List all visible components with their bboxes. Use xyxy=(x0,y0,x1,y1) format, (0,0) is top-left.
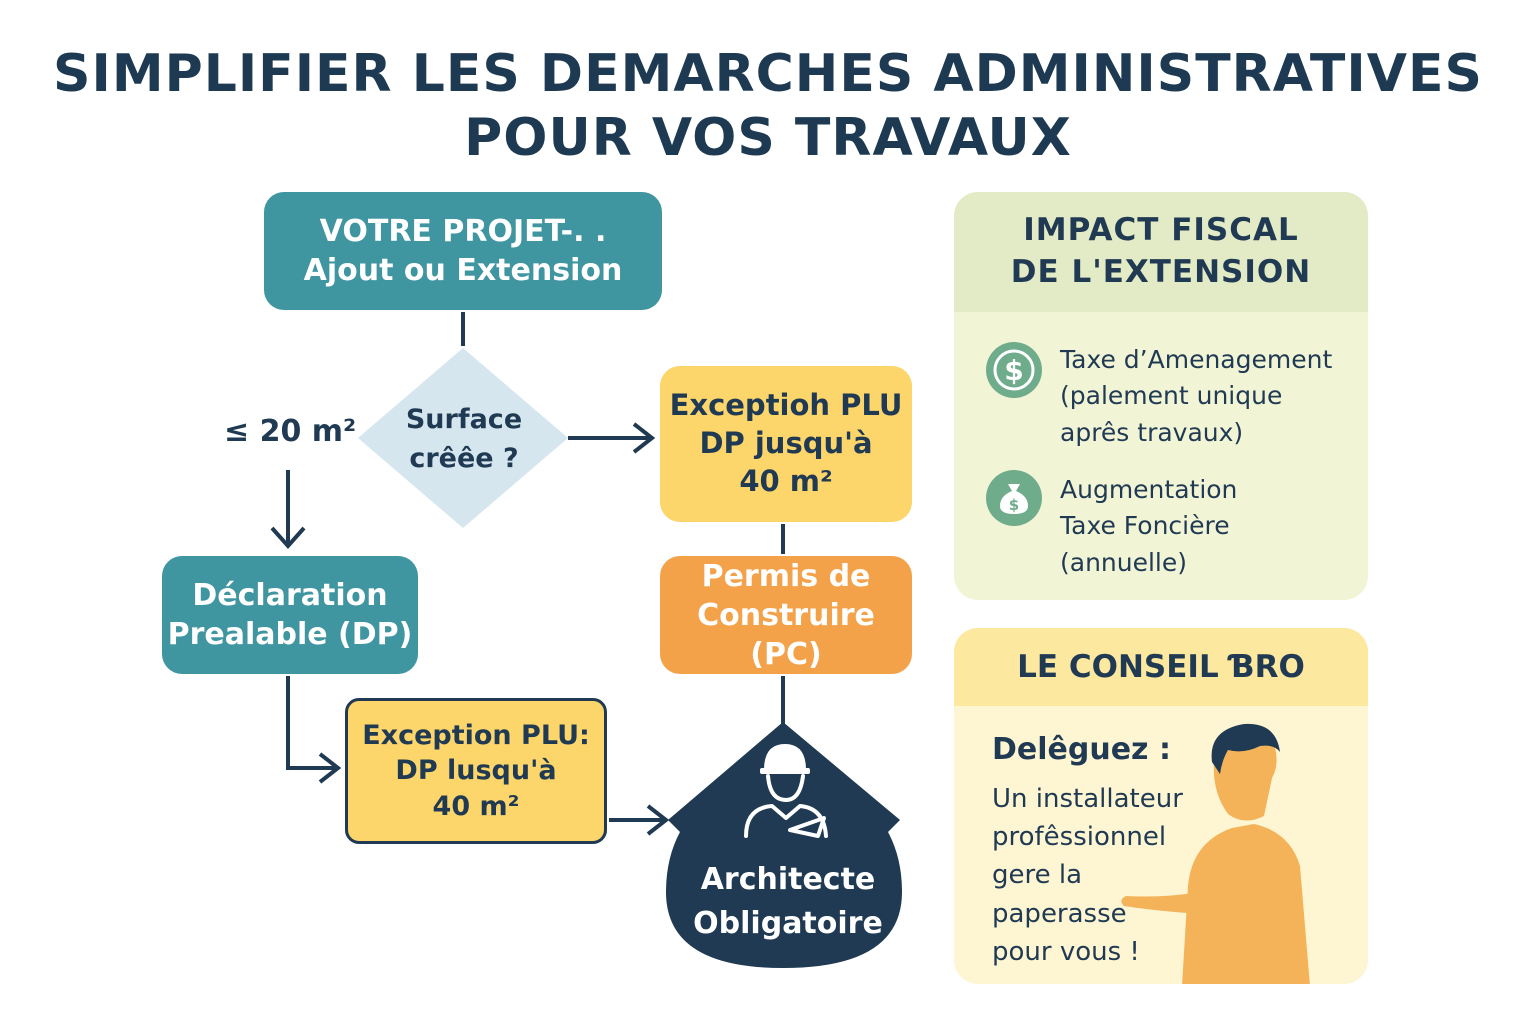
conseil-heading: Delêguez : xyxy=(992,732,1171,767)
decision-line2: crêêe ? xyxy=(409,443,519,475)
architect-icon xyxy=(744,744,828,838)
arrowhead-right-3 xyxy=(646,804,670,836)
architecte-shape xyxy=(666,722,902,968)
architecte-label: Architecte Obligatoire xyxy=(668,858,908,945)
fiscal-impact-panel: IMPACT FISCAL DE L'EXTENSION $ Taxe d’Am… xyxy=(954,192,1368,600)
decision-diamond xyxy=(358,348,568,528)
conseil-line2: profêssionnel xyxy=(992,822,1167,853)
conseil-panel-header: LE CONSEIL ƁRO xyxy=(954,628,1368,706)
dollar-coin-icon: $ xyxy=(986,342,1042,398)
conseil-line3: gere la xyxy=(992,860,1083,891)
decision-line1: Surface xyxy=(405,404,523,435)
exc-bottom-line3: 40 m² xyxy=(432,790,520,822)
conseil-pro-panel: LE CONSEIL ƁRO Delêguez : Un installateu… xyxy=(954,628,1368,984)
arrowhead-right-1 xyxy=(632,422,656,454)
fiscal-item2-line3: (annuelle) xyxy=(1060,547,1188,577)
conseil-line1: Un installateur xyxy=(992,784,1183,814)
dp-line2: Prealable (DP) xyxy=(167,617,413,652)
permis-construire-box: Permis de Construire (PC) xyxy=(660,556,912,674)
arrowhead-right-2 xyxy=(318,752,342,784)
conseil-body: Un installateur profêssionnel gere la pa… xyxy=(992,780,1222,971)
architecte-line1: Architecte xyxy=(700,862,876,897)
fiscal-item2-line2: Taxe Foncière xyxy=(1060,511,1230,541)
svg-text:$: $ xyxy=(1009,496,1019,514)
fiscal-item2-line1: Augmentation xyxy=(1060,475,1238,504)
fiscal-panel-header: IMPACT FISCAL DE L'EXTENSION xyxy=(954,192,1368,312)
fiscal-title-line1: IMPACT FISCAL xyxy=(1023,212,1299,249)
fiscal-title-line2: DE L'EXTENSION xyxy=(1010,254,1312,290)
pc-line1: Permis de xyxy=(701,558,871,594)
exc-right-line3: 40 m² xyxy=(739,463,833,498)
branch-small-label: ≤ 20 m² xyxy=(224,414,357,449)
page-title-line1: SIMPLIFIER LES DEMARCHES ADMINISTRATIVES xyxy=(53,44,1483,104)
project-start-line1: VOTRE PROJET-. . xyxy=(319,214,607,249)
exc-right-line2: DP jusqu'à xyxy=(699,426,873,461)
exc-bottom-line2: DP lusqu'à xyxy=(395,755,557,787)
pc-line2: Construire (PC) xyxy=(697,597,875,672)
money-bag-icon: $ xyxy=(986,470,1042,526)
project-start-line2: Ajout ou Extension xyxy=(303,253,623,288)
fiscal-item1-line1: Taxe d’Amenagement xyxy=(1060,345,1333,374)
person-illustration-icon xyxy=(1121,723,1310,984)
fiscal-item1-line2: (palement unique xyxy=(1060,381,1283,411)
declaration-prealable-box: Déclaration Prealable (DP) xyxy=(162,556,418,674)
fiscal-item1-line3: aprês travaux) xyxy=(1060,417,1244,447)
page-title-line2: POUR VOS TRAVAUX xyxy=(464,108,1072,168)
exception-plu-right-box: Exceptioh PLU DP jusqu'à 40 m² xyxy=(660,366,912,522)
arrowhead-down xyxy=(270,526,306,550)
project-start-box: VOTRE PROJET-. . Ajout ou Extension xyxy=(264,192,662,310)
conseil-line4: paperasse xyxy=(992,898,1127,929)
fiscal-item-fonciere: Augmentation Taxe Foncière (annuelle) xyxy=(1060,472,1237,581)
architecte-line2: Obligatoire xyxy=(693,905,883,941)
connector-dp-exception xyxy=(286,676,336,770)
dp-line1: Déclaration xyxy=(192,578,388,613)
exc-bottom-line1: Exception PLU: xyxy=(362,720,590,752)
fiscal-item-amenagement: Taxe d’Amenagement (palement unique aprê… xyxy=(1060,342,1332,451)
conseil-line5: pour vous ! xyxy=(992,936,1140,967)
exc-right-line1: Exceptioh PLU xyxy=(669,388,903,423)
decision-label: Surface crêêe ? xyxy=(388,400,540,478)
svg-text:$: $ xyxy=(1004,354,1023,387)
exception-plu-bottom-box: Exception PLU: DP lusqu'à 40 m² xyxy=(345,698,607,844)
